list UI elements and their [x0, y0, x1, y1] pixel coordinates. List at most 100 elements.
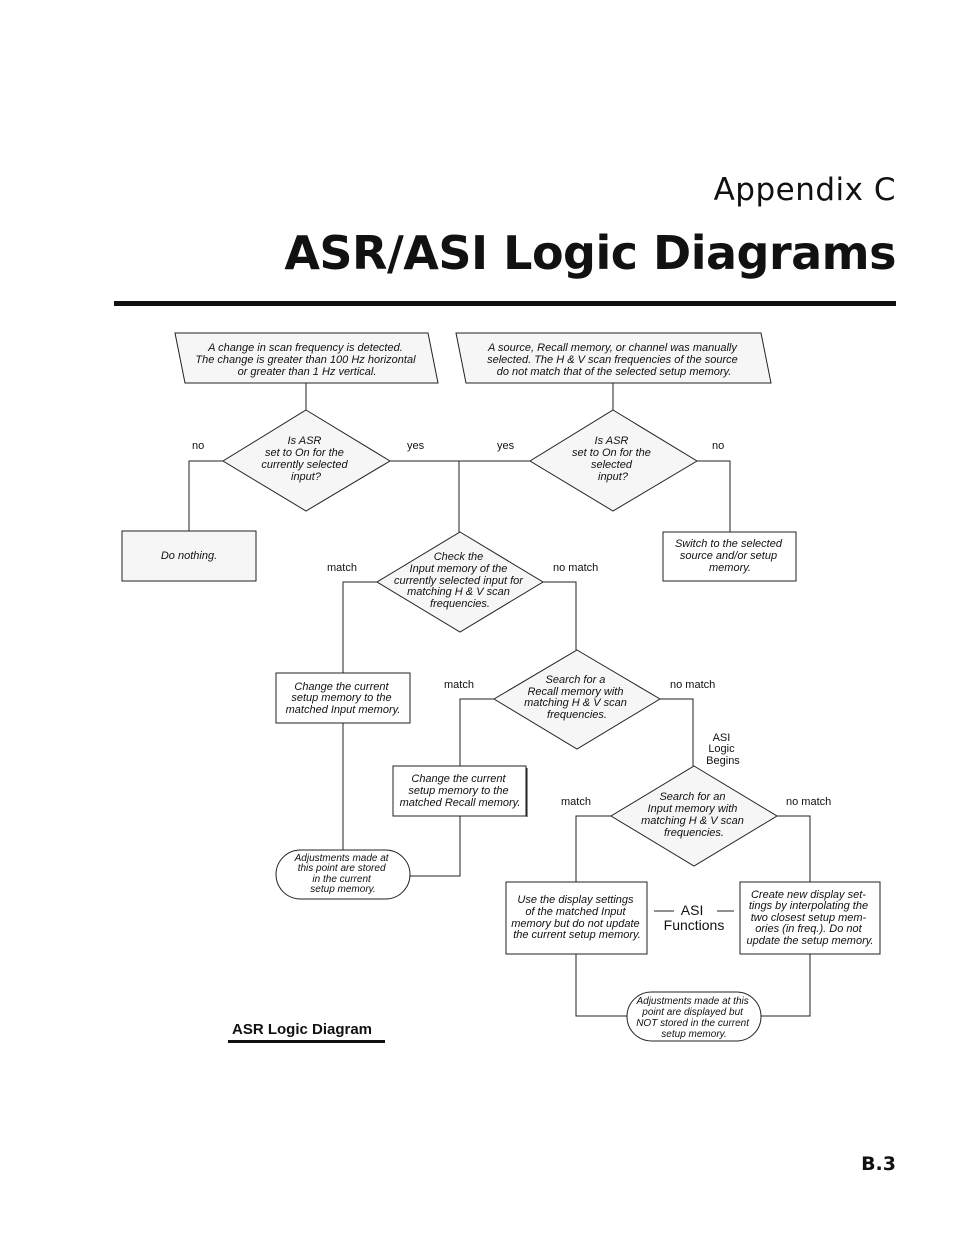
process-line: setup memory to the — [408, 785, 508, 797]
decision-line: set to On for the — [572, 447, 651, 459]
terminal-line: in the current — [312, 874, 372, 885]
svg-text:Use the display settings: Use the display settings of the matched … — [511, 894, 642, 941]
process-line: memory but do not update — [511, 918, 639, 930]
decision-line: Is ASR — [595, 435, 629, 447]
label-match: match — [327, 562, 357, 574]
terminal-stored: Adjustments made at this point are store… — [275, 849, 411, 900]
decision-line: Search for an — [659, 791, 725, 803]
input-scan-change-line: or greater than 1 Hz vertical. — [238, 366, 377, 378]
diagram-caption: ASR Logic Diagram — [232, 1021, 372, 1038]
terminal-line: this point are stored — [298, 863, 386, 874]
decision-line: Recall memory with — [527, 686, 623, 698]
process-line: Change the current — [294, 681, 389, 693]
decision-line: Search for a — [546, 674, 606, 686]
decision-line: frequencies. — [547, 709, 607, 721]
process-do-nothing: Do nothing. — [121, 530, 257, 582]
decision-line: set to On for the — [265, 447, 344, 459]
label-yes-right: yes — [497, 440, 515, 452]
process-line: Use the display settings — [517, 894, 634, 906]
label-asi-begins-line: ASI — [713, 732, 731, 744]
connectors — [188, 383, 811, 1017]
decision-line: Is ASR — [288, 435, 322, 447]
input-scan-change-line: A change in scan frequency is detected. — [207, 342, 403, 354]
process-change-to-recall: Change the current setup memory to the m… — [392, 765, 528, 817]
decision-line: currently selected input for — [394, 575, 524, 587]
input-manual-select: A source, Recall memory, or channel was … — [455, 332, 772, 384]
title-rule — [114, 301, 896, 306]
process-line: matched Input memory. — [286, 704, 401, 716]
svg-text:Create new display set-: Create new display set- tings by interpo… — [747, 889, 874, 947]
label-yes-left: yes — [407, 440, 425, 452]
label-asi-begins: ASI Logic Begins — [706, 732, 740, 767]
label-asi-begins-line: Begins — [706, 755, 740, 767]
page-title: ASR/ASI Logic Diagrams — [284, 226, 896, 280]
svg-text:Is ASR set to On for t: Is ASR set to On for the selected input? — [572, 435, 654, 483]
decision-asr-on-current: Is ASR set to On for the currently selec… — [222, 409, 391, 512]
process-line: memory. — [709, 562, 751, 574]
decision-line: Input memory with — [648, 803, 738, 815]
svg-text:Switch to the selected: Switch to the selected source and/or set… — [675, 538, 785, 574]
svg-text:Search for a Recall me: Search for a Recall memory with matching… — [524, 674, 630, 721]
label-asi-functions-line: Functions — [664, 917, 725, 933]
label-asi-functions-line: ASI — [681, 902, 704, 918]
label-asi-begins-line: Logic — [708, 743, 735, 755]
input-scan-change-line: The change is greater than 100 Hz horizo… — [195, 354, 416, 366]
decision-line: frequencies. — [430, 598, 490, 610]
process-line: ories (in freq.). Do not — [755, 923, 862, 935]
label-no-match: no match — [553, 562, 598, 574]
branch-labels: no yes yes no match no match match no ma… — [192, 440, 831, 933]
label-asi-functions: ASI Functions — [664, 902, 725, 933]
decision-line: matching H & V scan — [524, 697, 627, 709]
label-no-right: no — [712, 440, 724, 452]
label-no-match: no match — [786, 796, 831, 808]
process-line: Do nothing. — [161, 550, 217, 562]
terminal-line: Adjustments made at this — [635, 996, 748, 1007]
terminal-line: setup memory. — [310, 884, 375, 895]
terminal-line: setup memory. — [661, 1029, 726, 1040]
process-line: Switch to the selected — [675, 538, 783, 550]
process-line: of the matched Input — [525, 906, 626, 918]
process-line: source and/or setup — [680, 550, 777, 562]
decision-line: currently selected — [261, 459, 348, 471]
terminal-line: NOT stored in the current — [636, 1018, 750, 1029]
decision-check-input-memory: Check the Input memory of the currently … — [376, 531, 544, 633]
process-create-display: Create new display set- tings by interpo… — [739, 881, 881, 955]
terminal-line: point are displayed but — [641, 1007, 744, 1018]
svg-text:Is ASR set to On for t: Is ASR set to On for the currently selec… — [261, 435, 350, 483]
decision-line: frequencies. — [664, 827, 724, 839]
label-match: match — [444, 679, 474, 691]
svg-text:A source, Recall memory, or ch: A source, Recall memory, or channel was … — [487, 342, 741, 378]
terminal-line: Adjustments made at — [294, 853, 390, 864]
process-change-to-input: Change the current setup memory to the m… — [275, 672, 411, 724]
svg-text:Change the current set: Change the current setup memory to the m… — [286, 681, 401, 716]
process-line: Change the current — [411, 773, 506, 785]
process-line: tings by interpolating the — [749, 900, 868, 912]
caption-underline — [228, 1040, 385, 1043]
appendix-heading: Appendix C — [713, 172, 896, 208]
svg-text:Check the Input memory: Check the Input memory of the currently … — [394, 551, 526, 610]
process-switch-selected: Switch to the selected source and/or set… — [662, 531, 797, 582]
input-manual-select-line: selected. The H & V scan frequencies of … — [487, 354, 738, 366]
input-scan-change: A change in scan frequency is detected. … — [174, 332, 439, 384]
terminal-not-stored: Adjustments made at this point are displ… — [626, 991, 762, 1042]
process-line: matched Recall memory. — [400, 797, 521, 809]
decision-line: matching H & V scan — [641, 815, 744, 827]
label-no-left: no — [192, 440, 204, 452]
svg-text:Adjustments made at this: Adjustments made at this point are displ… — [635, 996, 751, 1040]
label-no-match: no match — [670, 679, 715, 691]
decision-line: input? — [291, 471, 322, 483]
label-match: match — [561, 796, 591, 808]
process-line: Create new display set- — [751, 889, 866, 901]
decision-line: Check the — [434, 551, 484, 563]
svg-text:Do nothing.: Do nothing. — [161, 550, 217, 562]
page-number: B.3 — [861, 1153, 896, 1175]
svg-text:Adjustments made at th: Adjustments made at this point are store… — [294, 853, 392, 895]
process-line: the current setup memory. — [513, 929, 641, 941]
decision-search-input: Search for an Input memory with matching… — [610, 765, 778, 867]
decision-line: Input memory of the — [410, 563, 508, 575]
svg-text:Change the current set: Change the current setup memory to the m… — [400, 773, 521, 809]
input-manual-select-line: A source, Recall memory, or channel was … — [487, 342, 738, 354]
decision-line: matching H & V scan — [407, 586, 510, 598]
